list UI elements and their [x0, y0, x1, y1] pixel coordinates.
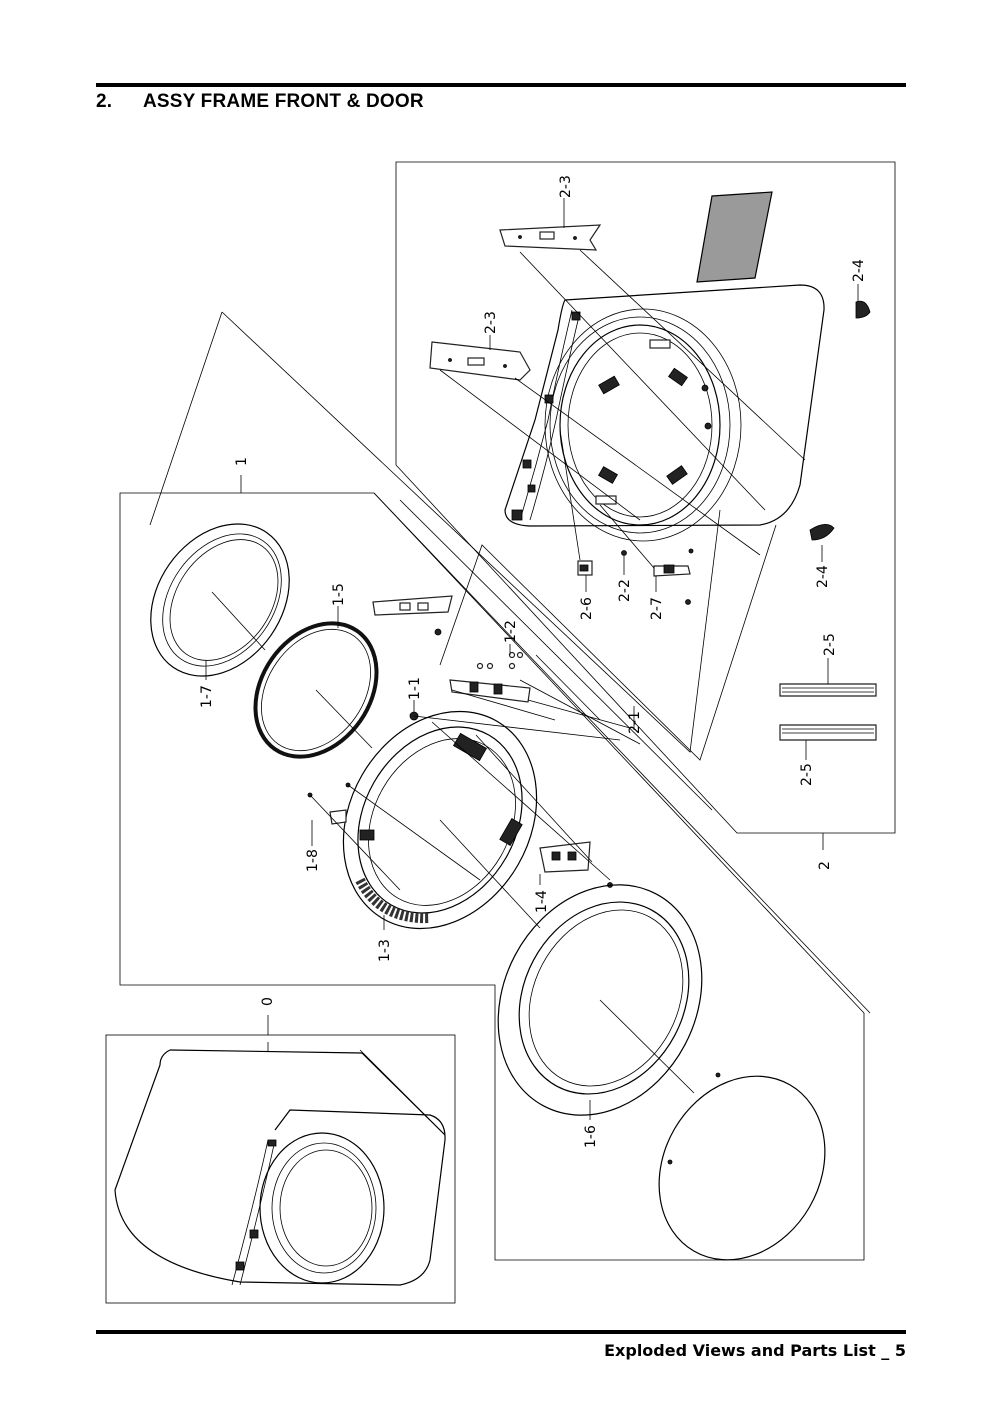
callout-2-5-lower: 2-5 [799, 763, 815, 786]
callout-1-3: 1-3 [377, 939, 393, 962]
bottom-rule [96, 1330, 906, 1334]
callout-2-5-upper: 2-5 [822, 633, 838, 656]
callout-2-3-left: 2-3 [483, 311, 499, 334]
callout-1-1: 1-1 [407, 677, 423, 700]
page-footer: Exploded Views and Parts List _ 5 [604, 1341, 906, 1360]
callout-0: 0 [260, 997, 276, 1006]
section-title: ASSY FRAME FRONT & DOOR [143, 91, 424, 112]
callout-2-7: 2-7 [649, 597, 665, 620]
callout-2-3-top: 2-3 [558, 175, 574, 198]
section-heading: 2. ASSY FRAME FRONT & DOOR [96, 91, 424, 113]
callout-1-7: 1-7 [199, 685, 215, 708]
callout-1-6: 1-6 [583, 1125, 599, 1148]
callout-1-8: 1-8 [305, 849, 321, 872]
callout-1-5: 1-5 [331, 583, 347, 606]
group-1-boundary [119, 492, 865, 1261]
callout-2-1: 2-1 [627, 711, 643, 734]
group-0-boundary [105, 1034, 456, 1304]
top-rule [96, 83, 906, 87]
section-number: 2. [96, 91, 113, 112]
callout-2-4-top: 2-4 [851, 259, 867, 282]
frame-front-drawing [429, 191, 877, 741]
callout-1-2: 1-2 [503, 620, 519, 643]
callout-2-6: 2-6 [579, 597, 595, 620]
group-2-boundary [395, 161, 896, 834]
callout-1-4: 1-4 [534, 890, 550, 913]
callout-2-2: 2-2 [617, 579, 633, 602]
callout-1: 1 [234, 457, 250, 466]
cross-leaders [149, 311, 871, 1136]
door-assy-drawing [150, 523, 826, 1261]
callout-2: 2 [817, 861, 833, 870]
callout-2-4-bottom: 2-4 [815, 565, 831, 588]
assembly-0-drawing [114, 1042, 446, 1286]
callout-ticks [205, 198, 859, 1120]
